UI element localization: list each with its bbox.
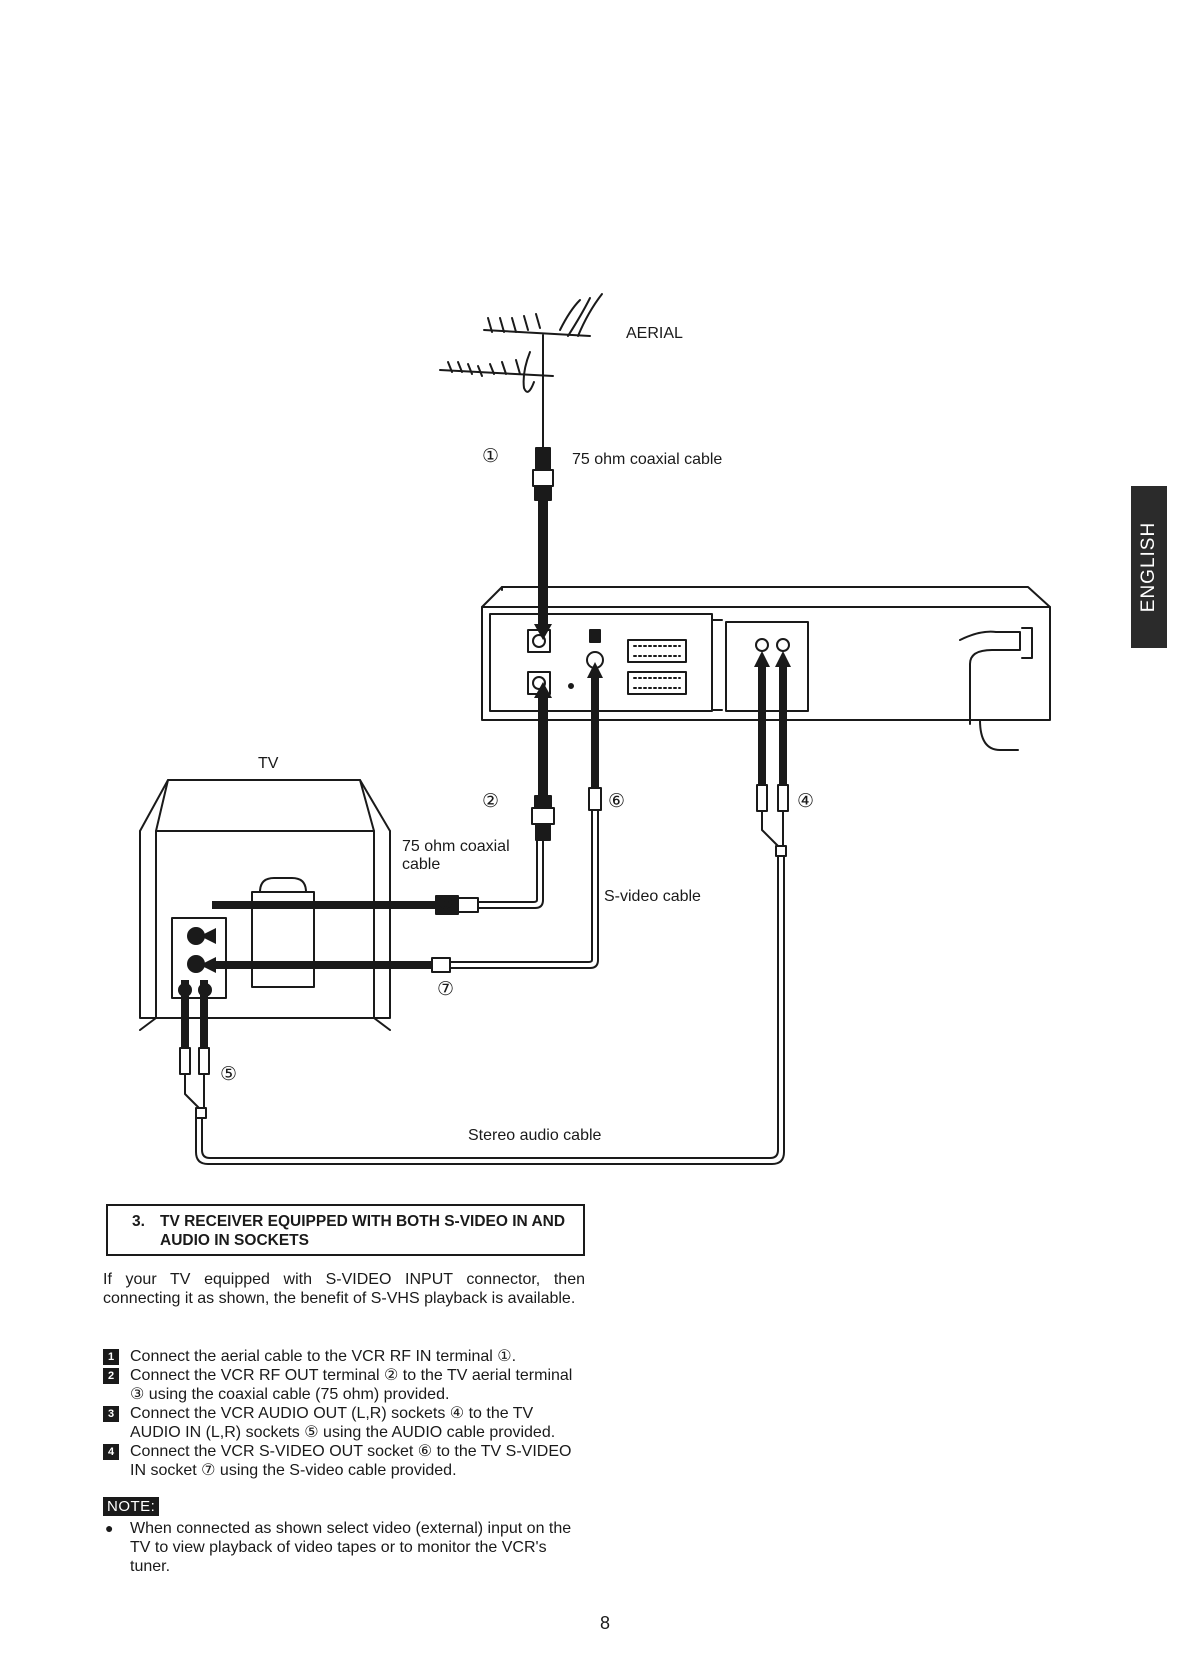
- coax-cable-label-mid-line2: cable: [402, 856, 441, 873]
- marker-1: ①: [482, 445, 500, 467]
- steps-list: 1 Connect the aerial cable to the VCR RF…: [103, 1347, 585, 1480]
- step-text: Connect the aerial cable to the VCR RF I…: [130, 1348, 517, 1365]
- marker-3: ③: [437, 892, 455, 914]
- note-text: When connected as shown select video (ex…: [130, 1520, 572, 1575]
- svideo-cable-label: S-video cable: [604, 888, 701, 905]
- tv-set: [139, 779, 391, 1031]
- bullet-dot-icon: ●: [105, 1520, 114, 1536]
- intro-paragraph: If your TV equipped with S-VIDEO INPUT c…: [103, 1271, 585, 1307]
- coax-cable-label-top: 75 ohm coaxial cable: [572, 451, 723, 468]
- marker-7: ⑦: [437, 978, 455, 1000]
- language-tab-label: ENGLISH: [1138, 521, 1159, 613]
- step-number-badge: 1: [103, 1349, 119, 1365]
- step-text: Connect the VCR S-VIDEO OUT socket ⑥ to …: [130, 1443, 572, 1479]
- step-item: 3 Connect the VCR AUDIO OUT (L,R) socket…: [103, 1404, 585, 1442]
- rf-out-coax-cable: [212, 682, 555, 915]
- marker-5: ⑤: [220, 1063, 238, 1085]
- coax-cable-label-mid-line1: 75 ohm coaxial: [402, 838, 510, 855]
- svideo-cable: [212, 662, 603, 973]
- step-text: Connect the VCR RF OUT terminal ② to the…: [130, 1367, 573, 1403]
- page-number: 8: [600, 1613, 611, 1633]
- section-title: TV RECEIVER EQUIPPED WITH BOTH S-VIDEO I…: [160, 1213, 566, 1249]
- stereo-audio-cable: [179, 651, 791, 1165]
- aerial-coax-cable: [532, 447, 554, 640]
- aerial-label: AERIAL: [626, 325, 683, 342]
- step-text: Connect the VCR AUDIO OUT (L,R) sockets …: [130, 1405, 556, 1441]
- stereo-audio-cable-label: Stereo audio cable: [468, 1127, 602, 1144]
- step-item: 2 Connect the VCR RF OUT terminal ② to t…: [103, 1366, 585, 1404]
- marker-4: ④: [797, 790, 815, 812]
- section-heading: 3. TV RECEIVER EQUIPPED WITH BOTH S-VIDE…: [106, 1204, 585, 1256]
- note-item: ● When connected as shown select video (…: [103, 1519, 585, 1576]
- step-item: 4 Connect the VCR S-VIDEO OUT socket ⑥ t…: [103, 1442, 585, 1480]
- aerial-antenna: [439, 293, 603, 449]
- marker-6: ⑥: [608, 790, 626, 812]
- tv-label: TV: [258, 755, 279, 772]
- section-number: 3.: [132, 1213, 145, 1230]
- step-number-badge: 3: [103, 1406, 119, 1422]
- language-tab: ENGLISH: [1131, 486, 1167, 648]
- marker-2: ②: [482, 790, 500, 812]
- step-item: 1 Connect the aerial cable to the VCR RF…: [103, 1347, 585, 1366]
- step-number-badge: 2: [103, 1368, 119, 1384]
- note-label: NOTE:: [103, 1497, 160, 1516]
- step-number-badge: 4: [103, 1444, 119, 1460]
- vcr-unit: [481, 586, 1051, 751]
- note-block: ● When connected as shown select video (…: [103, 1519, 585, 1576]
